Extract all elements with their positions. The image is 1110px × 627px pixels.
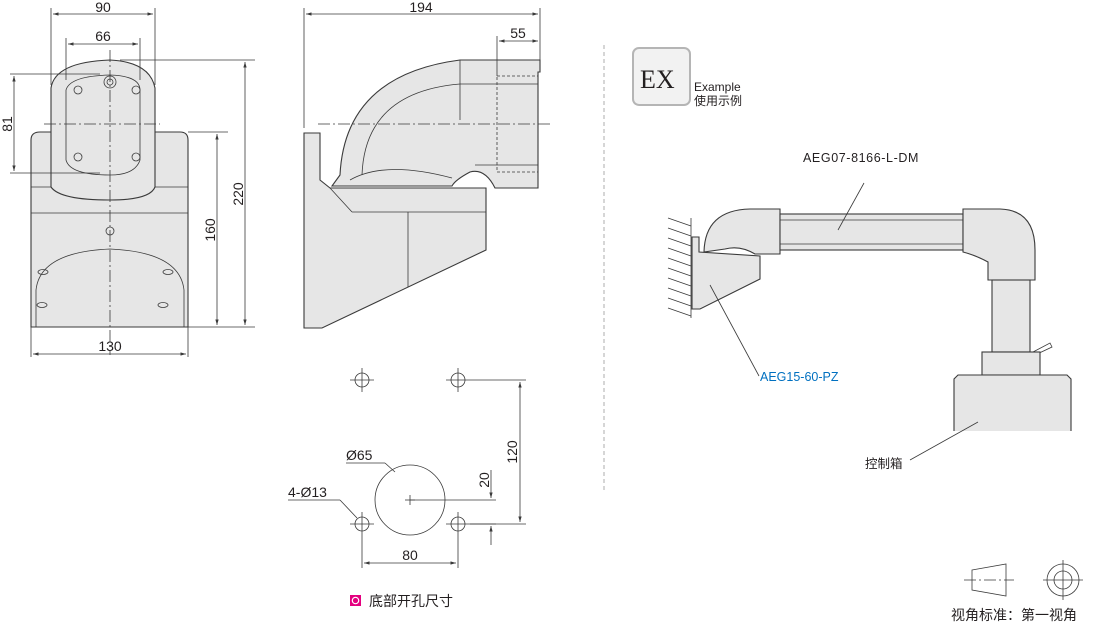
side-view: 194 55 <box>303 0 550 329</box>
example-label-cn: 使用示例 <box>694 93 742 108</box>
example-bracket <box>691 236 761 310</box>
dim-80: 80 <box>402 547 418 563</box>
dim-55: 55 <box>510 25 526 41</box>
dim-160: 160 <box>202 218 218 242</box>
wall-hatch <box>667 217 692 318</box>
front-flange <box>50 59 156 201</box>
example-right-elbow <box>962 208 1036 281</box>
projection-label: 视角标准：第一视角 <box>951 607 1077 623</box>
dim-center-hole: Ø65 <box>346 447 373 463</box>
label-arm: AEG07-8166-L-DM <box>803 151 919 165</box>
caption-marker <box>350 595 361 606</box>
label-bracket: AEG15-60-PZ <box>760 370 839 384</box>
dim-120: 120 <box>504 440 520 464</box>
example-arm-tube <box>779 213 964 251</box>
side-elbow <box>330 59 541 189</box>
hole-pattern: 120 20 80 Ø65 4-Ø13 底部开孔尺寸 <box>288 368 526 609</box>
dim-81: 81 <box>0 116 15 132</box>
side-bracket <box>303 132 487 329</box>
projection-symbol: 视角标准：第一视角 <box>951 560 1083 623</box>
label-control-box: 控制箱 <box>865 456 903 471</box>
example-control-box <box>953 374 1072 431</box>
example-post <box>991 279 1031 353</box>
front-view: 90 66 81 220 160 130 <box>0 0 255 357</box>
example-label-en: Example <box>694 80 741 94</box>
dim-194: 194 <box>409 0 433 15</box>
hole-caption: 底部开孔尺寸 <box>369 593 453 609</box>
dim-220: 220 <box>230 182 246 206</box>
ex-badge-text: EX <box>640 65 675 94</box>
dim-20: 20 <box>476 472 492 488</box>
dim-holes: 4-Ø13 <box>288 484 327 500</box>
example-section: EX Example 使用示例 AEG07-8166-L-DM AEG15-60… <box>632 47 1072 471</box>
dim-130: 130 <box>98 338 122 354</box>
ex-badge <box>632 47 691 106</box>
example-left-elbow <box>703 208 781 255</box>
dim-66: 66 <box>95 28 111 44</box>
dim-90: 90 <box>95 0 111 15</box>
example-post-base <box>981 351 1041 376</box>
